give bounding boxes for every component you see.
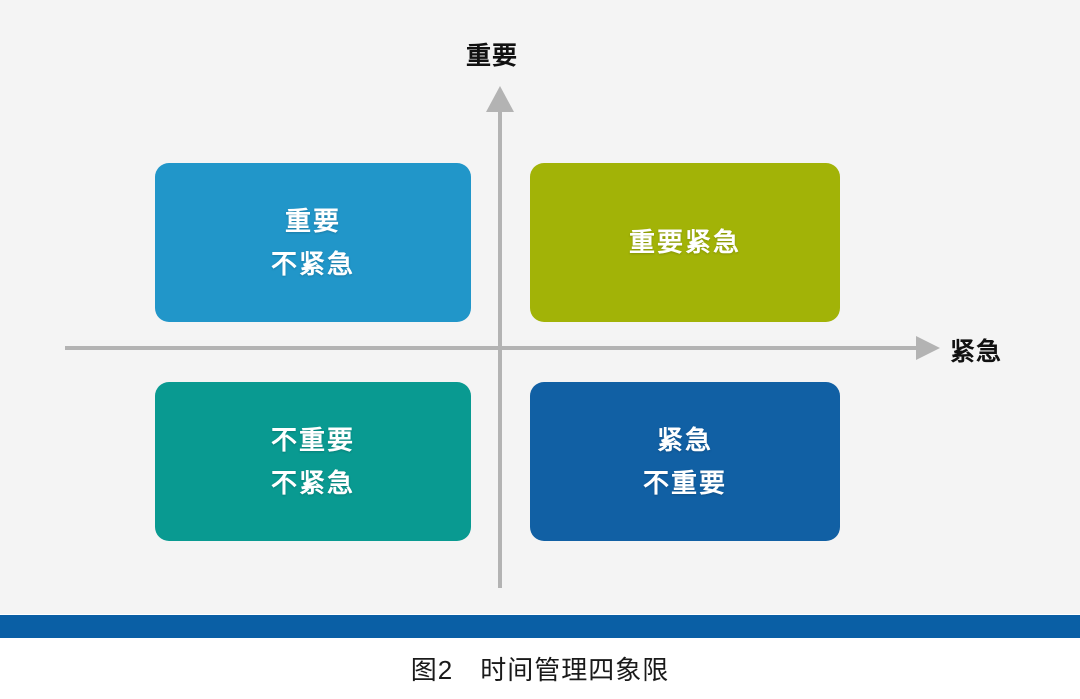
quadrant-label-line-1: 不重要	[270, 425, 355, 456]
arrow-right-icon	[916, 336, 940, 360]
figure-caption-area: 图2 时间管理四象限	[0, 638, 1080, 699]
figure-canvas: 重要 紧急 重要 不紧急 重要紧急 不重要 不紧急 紧急 不重要	[0, 0, 1080, 614]
quadrant-label-line-1: 紧急	[656, 425, 713, 456]
quadrant-not-important-not-urgent[interactable]: 不重要 不紧急	[155, 382, 480, 541]
quadrant-label-line-1: 重要	[284, 206, 341, 237]
x-axis-label: 紧急	[950, 338, 1003, 366]
quadrant-label-line-2: 不紧急	[270, 248, 355, 279]
quadrant-important-urgent[interactable]: 重要紧急	[530, 163, 849, 322]
quadrant-important-not-urgent[interactable]: 重要 不紧急	[155, 163, 480, 322]
quadrant-urgent-not-important[interactable]: 紧急 不重要	[530, 382, 849, 541]
y-axis-label: 重要	[466, 42, 519, 70]
quadrant-label-line-1: 重要紧急	[628, 227, 741, 258]
quadrant-label-line-2: 不重要	[642, 467, 727, 498]
x-axis-line	[65, 346, 920, 350]
figure-caption: 图2 时间管理四象限	[410, 655, 670, 685]
arrow-up-icon	[486, 86, 514, 112]
accent-divider-bar	[0, 615, 1080, 638]
quadrant-label-line-2: 不紧急	[270, 467, 355, 498]
